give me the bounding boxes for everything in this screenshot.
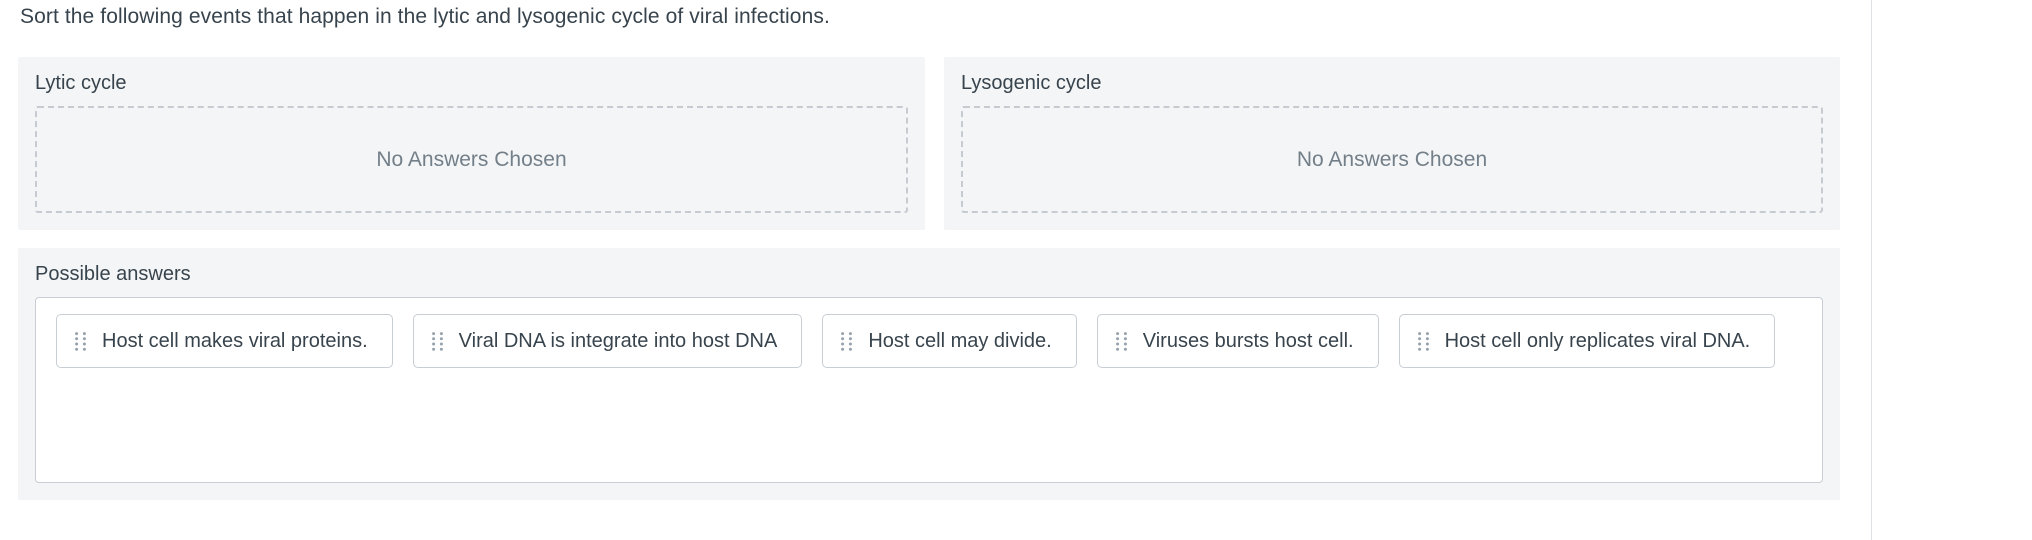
answer-chip-label: Host cell makes viral proteins. bbox=[102, 330, 368, 352]
drag-handle-icon[interactable] bbox=[1417, 331, 1429, 351]
drop-area-lytic[interactable]: No Answers Chosen bbox=[35, 106, 908, 213]
answer-chip[interactable]: Host cell only replicates viral DNA. bbox=[1398, 314, 1776, 368]
answer-chip-label: Viruses bursts host cell. bbox=[1142, 330, 1354, 352]
possible-answers-card: Possible answers Host cell makes viral p… bbox=[18, 248, 1840, 500]
right-panel-divider bbox=[1871, 0, 1872, 540]
drop-zones-row: Lytic cycle No Answers Chosen Lysogenic … bbox=[18, 57, 1840, 230]
possible-answers-bank[interactable]: Host cell makes viral proteins. Viral DN… bbox=[35, 297, 1823, 483]
drop-placeholder-lytic: No Answers Chosen bbox=[376, 148, 567, 171]
drop-area-lysogenic[interactable]: No Answers Chosen bbox=[961, 106, 1823, 213]
drop-placeholder-lysogenic: No Answers Chosen bbox=[1296, 148, 1488, 171]
drag-handle-icon[interactable] bbox=[431, 331, 443, 351]
question-prompt: Sort the following events that happen in… bbox=[20, 5, 830, 28]
drop-zone-card-lysogenic: Lysogenic cycle No Answers Chosen bbox=[944, 57, 1840, 230]
answer-chip-label: Host cell only replicates viral DNA. bbox=[1444, 330, 1751, 352]
answer-chip-label: Viral DNA is integrate into host DNA bbox=[458, 330, 778, 352]
answer-chip[interactable]: Host cell makes viral proteins. bbox=[56, 314, 393, 368]
answer-chip[interactable]: Viral DNA is integrate into host DNA bbox=[412, 314, 803, 368]
drag-handle-icon[interactable] bbox=[1115, 331, 1127, 351]
answer-chip-label: Host cell may divide. bbox=[868, 330, 1052, 352]
answer-chip[interactable]: Host cell may divide. bbox=[822, 314, 1077, 368]
drag-handle-icon[interactable] bbox=[841, 331, 853, 351]
question-page: Sort the following events that happen in… bbox=[18, 5, 1840, 500]
drop-zone-title-lysogenic: Lysogenic cycle bbox=[961, 72, 1102, 94]
drag-handle-icon[interactable] bbox=[75, 331, 86, 351]
answer-chip[interactable]: Viruses bursts host cell. bbox=[1096, 314, 1379, 368]
drop-zone-card-lytic: Lytic cycle No Answers Chosen bbox=[18, 57, 925, 230]
possible-answers-title: Possible answers bbox=[35, 263, 191, 285]
drop-zone-title-lytic: Lytic cycle bbox=[35, 72, 127, 94]
